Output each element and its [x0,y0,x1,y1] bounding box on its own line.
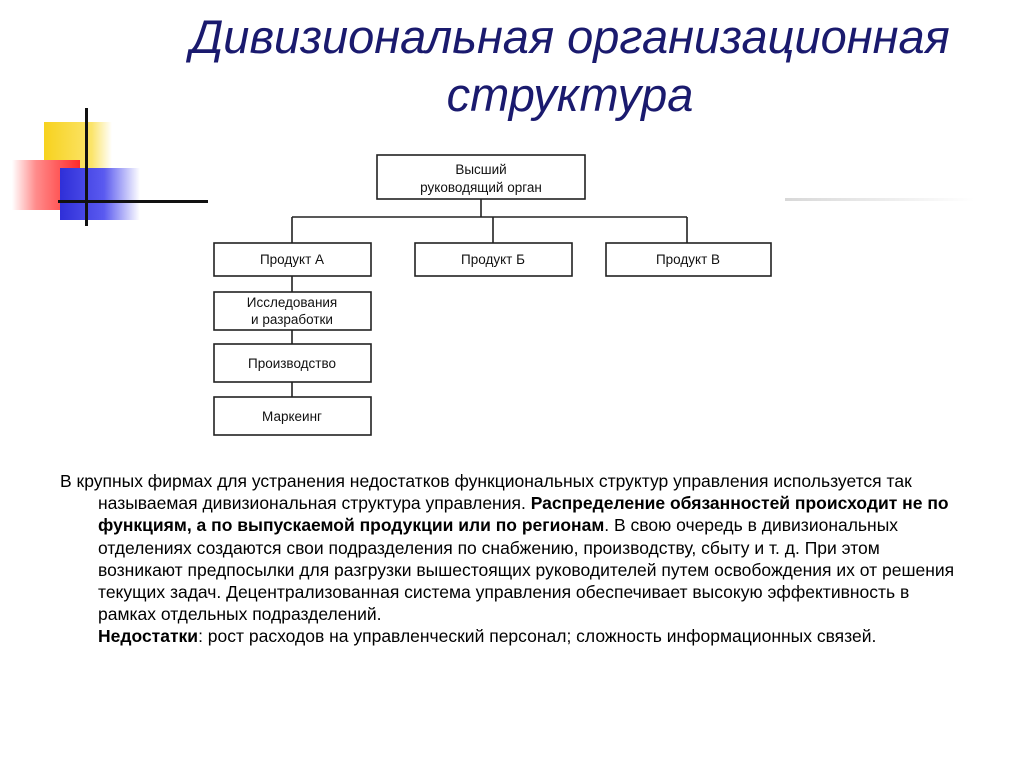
org-box-product-b-label: Продукт Б [461,252,525,267]
slide-title: Дивизиональная организационная структура [150,8,990,124]
org-chart: Высший руководящий орган Продукт А Проду… [213,154,772,436]
description-text: В крупных фирмах для устранения недостат… [60,470,960,648]
org-box-product-c: Продукт В [605,242,772,277]
org-box-product-c-label: Продукт В [656,252,720,267]
p2-text-bold: Недостатки [98,626,199,647]
decor-vertical-line [85,108,88,226]
org-box-top-line-1: Высший [455,162,506,177]
org-box-production-label: Производство [248,356,336,371]
slide-title-line-1: Дивизиональная организационная [190,10,950,63]
description-paragraph-2: Недостатки: рост расходов на управленчес… [60,625,960,647]
org-box-top-line-2: руководящий орган [420,180,542,195]
org-box-marketing-label: Маркеинг [262,409,322,424]
p1-text-end: . В свою очередь в дивизиональных отделе… [98,515,955,625]
p1-text-bold: Распределение обязанностей происходит не… [98,493,949,536]
org-box-rnd-line-2: и разработки [251,312,333,327]
p2-text-rest: : рост расходов на управленческий персон… [198,626,877,647]
decor-faded-line [785,198,975,201]
description-paragraph-1: В крупных фирмах для устранения недостат… [60,470,960,625]
org-connectors [291,199,688,397]
p1-text-start: В крупных фирмах для устранения недостат… [60,471,912,514]
org-box-production: Производство [213,343,372,383]
org-box-rnd: Исследования и разработки [213,291,372,331]
decor-blue-square [60,168,140,220]
org-box-product-a-label: Продукт А [260,252,324,267]
slide-title-line-2: структура [446,68,694,121]
org-box-rnd-line-1: Исследования [247,295,338,310]
org-box-product-b: Продукт Б [414,242,573,277]
org-box-product-a: Продукт А [213,242,372,277]
org-box-marketing: Маркеинг [213,396,372,436]
decor-horizontal-line [58,200,208,203]
org-box-top: Высший руководящий орган [376,154,586,200]
